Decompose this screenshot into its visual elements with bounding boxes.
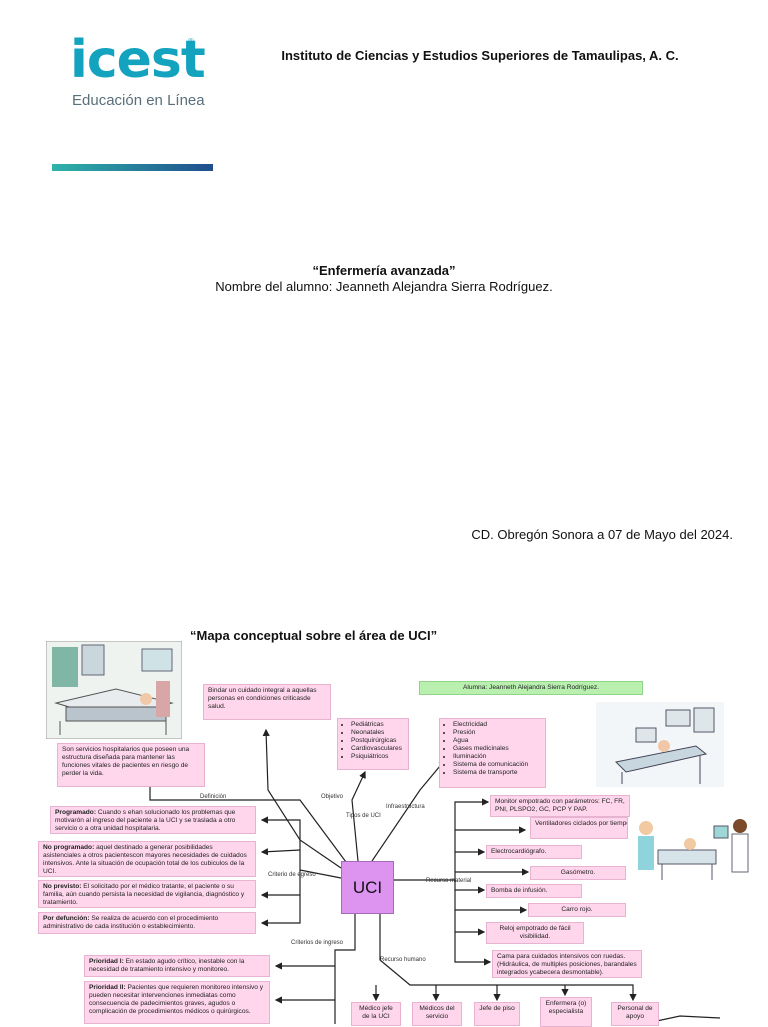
icu-room-illustration [46,641,182,739]
student-name: Nombre del alumno: Jeanneth Alejandra Si… [215,279,553,294]
nurses-and-patient-illustration [638,819,749,880]
egreso-programado-box: Programado: Cuando s ehan solucionado lo… [50,806,256,834]
infrastructure-item: Presión [453,729,541,737]
egreso-term: No previsto: [43,883,82,890]
link-label-criterio-egreso: Criterio de egreso [268,872,316,878]
ingreso-prioridad-2-box: Prioridad II: Pacientes que requieren mo… [84,981,270,1024]
link-label-infraestructura: Infraestructura [386,804,425,810]
uci-type-item: Psiquiátricos [351,753,404,761]
egreso-term: No programado: [43,844,95,851]
infrastructure-item: Sistema de comunicación [453,761,541,769]
ingreso-text: Pacientes que requieren monitoreo intens… [89,984,264,1015]
link-label-definicion: Definición [200,794,227,800]
uci-type-item: Neonatales [351,729,404,737]
staff-personal-apoyo: Personal de apoyo [611,1002,659,1026]
material-monitor-box: Monitor empotrado con parámetros: FC, FR… [490,795,630,817]
registered-mark: ® [188,37,194,46]
material-bomba-box: Bomba de infusión. [486,884,582,898]
link-label-recurso-material: Recurso material [426,878,472,884]
material-reloj-box: Reloj empotrado de fácil visibilidad. [486,922,584,944]
infrastructure-item: Electricidad [453,721,541,729]
infrastructure-item: Gases medicinales [453,745,541,753]
material-ventiladores-box: Ventiladores ciclados por tiempo, volume… [530,817,628,839]
ingreso-term: Prioridad I: [89,958,124,965]
uci-center-node: UCI [341,861,394,914]
uci-type-item: Pediátricas [351,721,404,729]
ingreso-text: En estado agudo crítico, inestable con l… [89,958,245,973]
ingreso-term: Prioridad II: [89,984,126,991]
infrastructure-item: Agua [453,737,541,745]
infrastructure-item: Iluminación [453,753,541,761]
subject-title: “Enfermería avanzada” [312,263,456,278]
uci-types-box: PediátricasNeonatalesPostquirúrgicasCard… [337,718,409,770]
logo-gradient-bar [52,164,213,171]
logo-subtitle: Educación en Línea [72,92,205,109]
staff-medicos-servicio: Médicos del servicio [412,1002,462,1026]
link-label-tipos: Tipos de UCI [346,813,381,819]
institution-name: Instituto de Ciencias y Estudios Superio… [281,48,679,63]
uci-types-list: PediátricasNeonatalesPostquirúrgicasCard… [342,721,404,761]
student-tag: Alumna: Jeanneth Alejandra Sierra Rodríg… [419,681,643,695]
staff-jefe-piso: Jefe de piso [474,1002,520,1026]
material-cama-box: Cama para cuidados intensivos con ruedas… [492,950,642,978]
egreso-term: Por defunción: [43,915,90,922]
egreso-defuncion-box: Por defunción: Se realiza de acuerdo con… [38,912,256,934]
definition-box: Son servicios hospitalarios que poseen u… [57,743,205,787]
material-gasometro-box: Gasómetro. [530,866,626,880]
egreso-no-previsto-box: No previsto: El solicitado por el médico… [38,880,256,908]
egreso-text: Cuando s ehan solucionado los problemas … [55,809,236,832]
egreso-no-programado-box: No programado: aquel destinado a generar… [38,841,256,877]
material-carro-rojo-box: Carro rojo. [528,903,626,917]
material-electrocardiografo-box: Electrocardiógrafo. [486,845,582,859]
staff-enfermera: Enfermera (o) especialista [540,997,592,1027]
patient-in-bed-illustration [596,702,724,787]
egreso-text: aquel destinado a generar posibilidades … [43,844,247,875]
document-date: CD. Obregón Sonora a 07 de Mayo del 2024… [471,527,733,542]
egreso-term: Programado: [55,809,97,816]
infrastructure-list: ElectricidadPresiónAguaGases medicinales… [444,721,541,777]
link-label-recurso-humano: Recurso humano [380,957,426,963]
objective-box: Bindar un cuidado integral a aquellas pe… [203,684,331,720]
uci-type-item: Cardiovasculares [351,745,404,753]
infrastructure-item: Sistema de transporte [453,769,541,777]
icest-logo: icest [70,30,206,90]
map-title: “Mapa conceptual sobre el área de UCI” [190,628,438,643]
uci-type-item: Postquirúrgicas [351,737,404,745]
ingreso-prioridad-1-box: Prioridad I: En estado agudo crítico, in… [84,955,270,977]
link-label-criterios-ingreso: Criterios de ingreso [291,940,344,946]
infrastructure-box: ElectricidadPresiónAguaGases medicinales… [439,718,546,788]
egreso-text: El solicitado por el médico tratante, el… [43,883,245,906]
link-label-objetivo: Objetivo [321,794,344,800]
staff-medico-jefe: Médico jefe de la UCI [351,1002,401,1026]
egreso-text: Se realiza de acuerdo con el procedimien… [43,915,219,930]
